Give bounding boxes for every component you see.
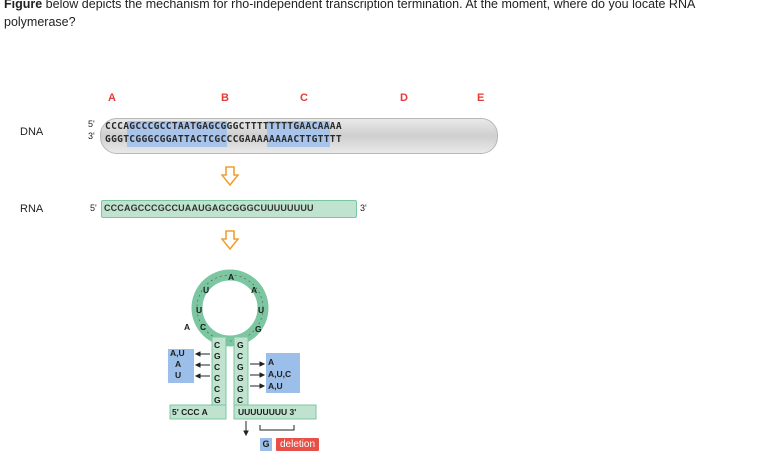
rna-sequence: CCCAGCCCGCCUAAUGAGCGGGCUUUUUUUU — [104, 203, 314, 213]
loop-base-6: C — [200, 322, 207, 332]
loop-base-1: A — [228, 272, 235, 282]
left-box-1: A — [175, 359, 182, 369]
arrow-down-icon — [221, 230, 239, 250]
loop-base-4: G — [255, 324, 262, 334]
stem-right-0: G — [237, 340, 244, 350]
rna-transcript — [101, 200, 357, 218]
left-tail: 5' CCC A — [172, 407, 208, 417]
lane-label-c: C — [300, 92, 308, 104]
right-tail: UUUUUUUU 3' — [238, 407, 297, 417]
rna-3prime: 3' — [360, 203, 367, 213]
dna-3prime: 3' — [88, 131, 95, 141]
stem-right-5: C — [237, 395, 244, 405]
lane-label-d: D — [400, 92, 408, 104]
stem-left-3: C — [214, 373, 221, 383]
lane-label-e: E — [477, 92, 485, 104]
right-box-2: A,U — [268, 381, 283, 391]
dna-label: DNA — [20, 126, 44, 138]
stem-left-4: C — [214, 384, 221, 394]
loop-base-5: A — [184, 322, 191, 332]
loop-base-7: U — [196, 305, 203, 315]
rna-label: RNA — [20, 203, 44, 215]
question-bold: Figure — [4, 0, 43, 11]
question-text: Figure below depicts the mechanism for r… — [4, 0, 749, 31]
dna-highlight-right-stem — [267, 121, 330, 147]
g-base-label: G — [260, 438, 272, 451]
lane-label-b: B — [221, 92, 229, 104]
dna-top-strand: CCCAGCCCGCCTAATGAGCGGGCTTTTTTTTGAACAAAA — [105, 121, 342, 132]
dna-5prime: 5' — [88, 119, 95, 129]
stem-left-5: G — [214, 395, 221, 405]
stem-left-2: C — [214, 362, 221, 372]
question-body: below depicts the mechanism for rho-inde… — [4, 0, 695, 29]
loop-base-0: U — [203, 285, 210, 295]
stem-right-2: G — [237, 362, 244, 372]
lane-label-a: A — [108, 92, 116, 104]
rna-5prime: 5' — [90, 203, 97, 213]
stem-left-0: C — [214, 340, 221, 350]
dna-bottom-strand: GGGTCGGGCGGATTACTCGCCCGAAAAAAAACTTGTTTT — [105, 134, 342, 145]
stem-right-3: G — [237, 373, 244, 383]
loop-base-3: U — [258, 305, 265, 315]
dna-highlight-left-stem — [127, 121, 227, 147]
deletion-label: deletion — [276, 438, 320, 451]
stem-right-4: G — [237, 384, 244, 394]
right-box-0: A — [268, 357, 275, 367]
hairpin-diagram — [168, 269, 317, 437]
loop-base-2: A — [251, 285, 258, 295]
stem-right-1: C — [237, 351, 244, 361]
left-box-2: U — [175, 370, 182, 380]
left-box-0: A,U — [170, 348, 185, 358]
right-box-1: A,U,C — [268, 369, 292, 379]
arrow-down-icon — [221, 166, 239, 186]
stem-left-1: G — [214, 351, 221, 361]
